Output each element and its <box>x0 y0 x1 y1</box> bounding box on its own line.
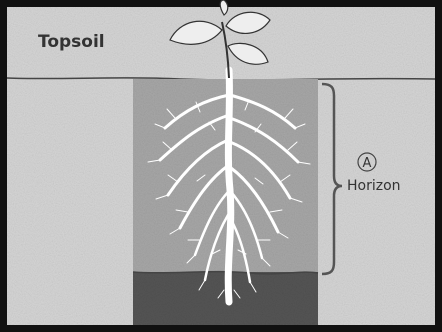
horizon-letter: A <box>363 156 372 171</box>
horizon-label: Horizon <box>347 178 401 194</box>
a-horizon-column <box>133 79 318 275</box>
topsoil-label: Topsoil <box>38 32 105 52</box>
